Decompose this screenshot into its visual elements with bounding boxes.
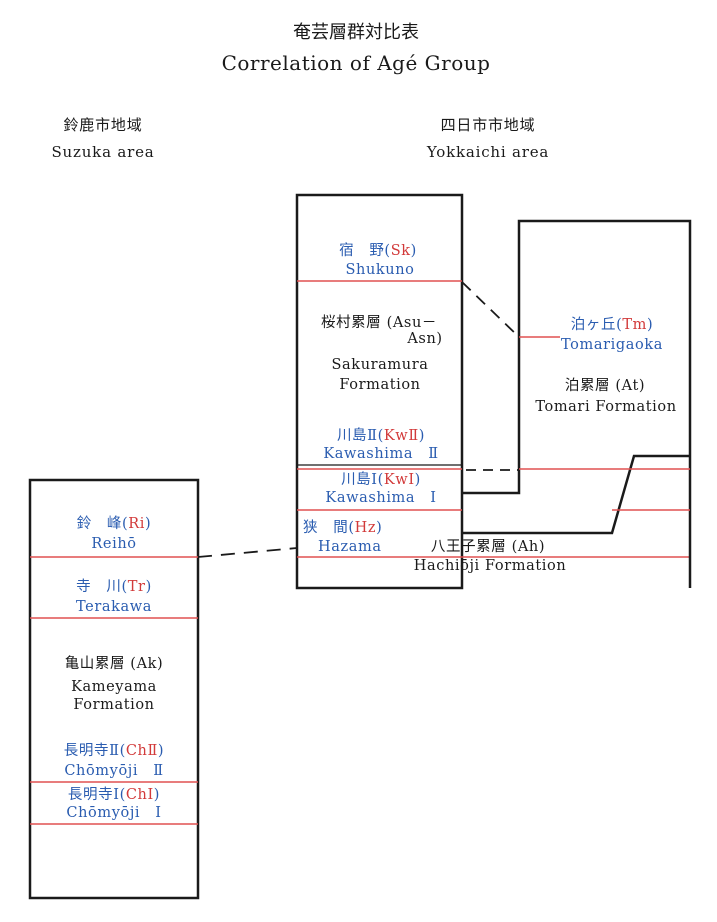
sakuramura-name-jp-2: Asn) [407, 331, 443, 347]
hazama-code: Hz [354, 520, 377, 536]
title-english: Correlation of Agé Group [221, 51, 491, 75]
chomyoji2-code: ChⅡ [125, 743, 158, 759]
tomari-name-jp: 泊累層 (At) [564, 378, 646, 394]
hazama-name-en: Hazama [318, 539, 382, 555]
yokkaichi-header-english: Yokkaichi area [426, 143, 550, 161]
kameyama-name-en-2: Formation [73, 697, 155, 713]
terakawa-label: 寺 川(Tr) [76, 579, 152, 595]
reiho-code: Ri [128, 516, 146, 532]
reiho-name-jp: 鈴 峰 [76, 516, 123, 532]
suzuka-header-japanese: 鈴鹿市地域 [63, 116, 143, 134]
hachioji-tomari-boundary [462, 454, 690, 535]
correlation-dash-reiho-hazama [197, 547, 298, 558]
reiho-name-en: Reihō [91, 536, 137, 552]
hachioji-name-en: Hachiōji Formation [413, 558, 567, 574]
chomyoji1-name-jp: 長明寺Ⅰ [67, 787, 120, 803]
yokkaichi-column-box [295, 193, 464, 590]
kameyama-name-en-1: Kameyama [71, 679, 157, 695]
chomyoji1-label: 長明寺Ⅰ(ChⅠ) [67, 787, 161, 803]
title-japanese: 奄芸層群対比表 [293, 22, 419, 43]
chomyoji2-name-jp: 長明寺Ⅱ [63, 743, 120, 759]
kawashima1-name-en: Kawashima Ⅰ [325, 490, 437, 506]
hazama-name-jp: 狭 間 [303, 520, 349, 536]
shukuno-code: Sk [390, 243, 411, 259]
tomarigaoka-name-jp: 泊ヶ丘 [570, 317, 617, 333]
tomari-column-outline [462, 219, 692, 588]
kawashima2-code: KwⅡ [383, 428, 419, 444]
sakuramura-name-jp-1: 桜村累層 (Asu－ [320, 315, 438, 331]
shukuno-label: 宿 野(Sk) [339, 243, 417, 259]
kawashima2-name-en: Kawashima Ⅱ [323, 446, 439, 462]
terakawa-name-en: Terakawa [76, 599, 152, 615]
kawashima2-name-jp: 川島Ⅱ [336, 428, 378, 444]
suzuka-column-box [28, 478, 200, 900]
kawashima1-code: KwⅠ [383, 472, 415, 488]
chomyoji1-code: ChⅠ [125, 787, 154, 803]
kawashima1-label: 川島Ⅰ(KwⅠ) [341, 472, 421, 488]
tomarigaoka-name-en: Tomarigaoka [561, 337, 663, 353]
kawashima1-name-jp: 川島Ⅰ [341, 472, 378, 488]
sakuramura-name-en-2: Formation [339, 377, 421, 393]
correlation-dash-shukuno-tomarigaoka [461, 281, 520, 338]
reiho-label: 鈴 峰(Ri) [76, 516, 152, 532]
tomarigaoka-label: 泊ヶ丘(Tm) [570, 317, 654, 333]
suzuka-header-english: Suzuka area [51, 143, 155, 161]
kawashima2-label: 川島Ⅱ(KwⅡ) [336, 428, 426, 444]
hazama-label: 狭 間(Hz) [303, 520, 383, 536]
chomyoji1-name-en: Chōmyōji Ⅰ [66, 805, 162, 821]
chomyoji2-label: 長明寺Ⅱ(ChⅡ) [63, 743, 165, 759]
tomarigaoka-code: Tm [622, 317, 647, 333]
kameyama-name-jp: 亀山累層 (Ak) [64, 656, 164, 672]
shukuno-name-en: Shukuno [345, 262, 415, 278]
tomari-name-en: Tomari Formation [535, 399, 677, 415]
chomyoji2-name-en: Chōmyōji Ⅱ [64, 763, 164, 779]
sakuramura-name-en-1: Sakuramura [331, 357, 429, 373]
terakawa-name-jp: 寺 川 [76, 579, 122, 595]
terakawa-code: Tr [127, 579, 146, 595]
shukuno-name-jp: 宿 野 [339, 243, 385, 259]
yokkaichi-header-japanese: 四日市市地域 [440, 116, 536, 134]
hachioji-name-jp: 八王子累層 (Ah) [430, 539, 546, 555]
